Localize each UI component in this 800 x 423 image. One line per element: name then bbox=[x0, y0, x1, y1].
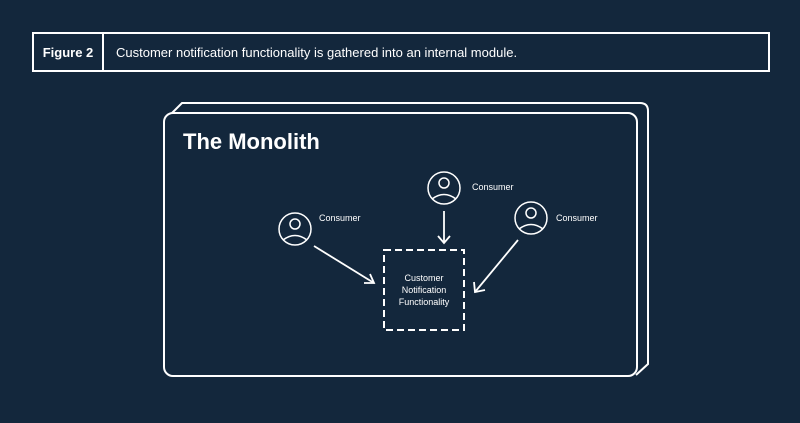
figure-label: Figure 2 bbox=[34, 34, 104, 70]
user-icon bbox=[514, 201, 548, 235]
arrow-left-to-module bbox=[313, 245, 376, 284]
consumer-right: Consumer bbox=[514, 201, 598, 235]
consumer-left: Consumer bbox=[278, 212, 361, 246]
module-line: Functionality bbox=[399, 297, 450, 307]
consumer-label: Consumer bbox=[472, 182, 514, 192]
module-line: Notification bbox=[402, 285, 447, 295]
arrow-right-to-module bbox=[473, 239, 519, 294]
figure-caption: Figure 2 Customer notification functiona… bbox=[32, 32, 770, 72]
caption-text: Customer notification functionality is g… bbox=[116, 44, 518, 60]
monolith-title: The Monolith bbox=[183, 129, 320, 154]
consumer-label: Consumer bbox=[556, 213, 598, 223]
module-line: Customer bbox=[404, 273, 443, 283]
consumer-top: Consumer bbox=[427, 171, 514, 205]
monolith-box bbox=[163, 112, 638, 377]
arrow-top-to-module bbox=[437, 211, 451, 245]
user-icon bbox=[427, 171, 461, 205]
consumer-label: Consumer bbox=[319, 213, 361, 223]
arrows bbox=[313, 211, 519, 294]
user-icon bbox=[278, 212, 312, 246]
notification-module: Customer Notification Functionality bbox=[383, 249, 465, 331]
monolith-back-layer bbox=[171, 102, 649, 376]
